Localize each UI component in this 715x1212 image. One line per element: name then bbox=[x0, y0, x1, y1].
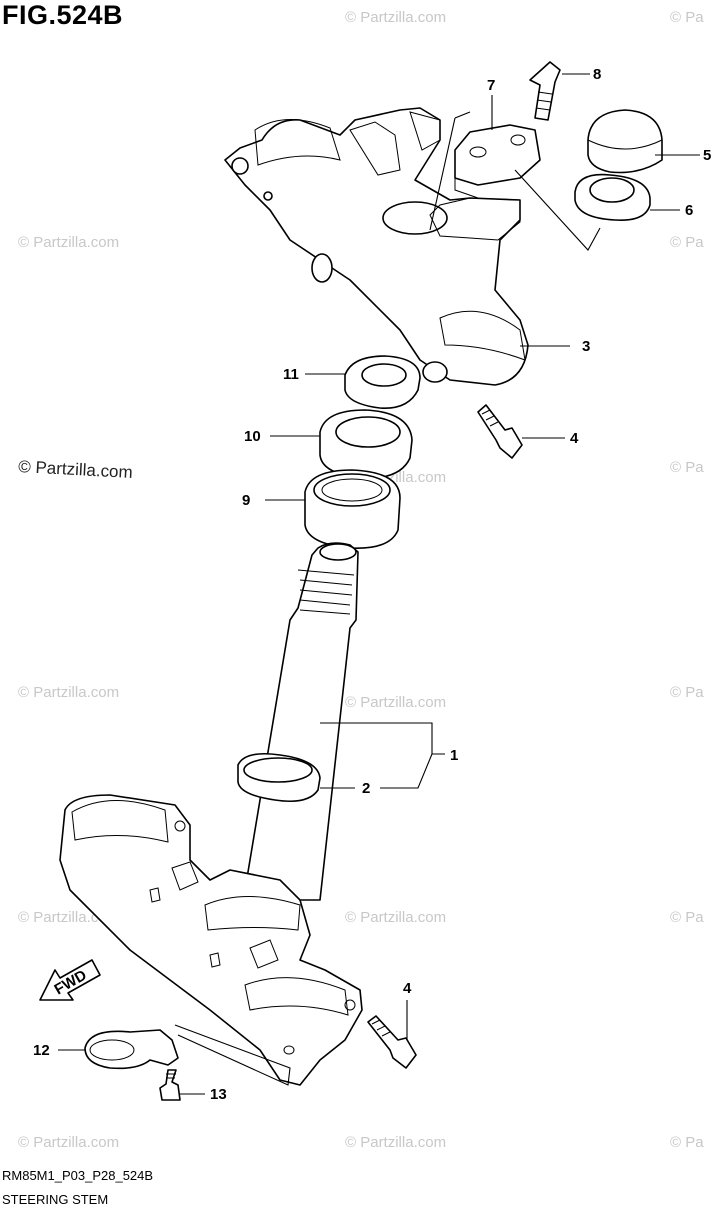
callout-7: 7 bbox=[487, 77, 495, 94]
bolt-part-4-upper bbox=[477, 404, 523, 459]
callout-labels: 1 2 3 4 4 5 6 7 8 9 10 11 12 13 bbox=[33, 66, 711, 1103]
bolt-part-4-lower bbox=[367, 1015, 417, 1069]
watermark-clipped: © Pa bbox=[670, 459, 704, 476]
watermark: © Partzilla.com bbox=[345, 9, 446, 26]
watermark: © Partzilla.com bbox=[18, 234, 119, 251]
watermark-clipped: © Pa bbox=[670, 234, 704, 251]
watermark-prominent: © Partzilla.com bbox=[18, 457, 133, 482]
figure-name: STEERING STEM bbox=[2, 1192, 109, 1207]
callout-4-upper: 4 bbox=[570, 430, 579, 447]
watermark: © Partzilla.com bbox=[18, 684, 119, 701]
watermark-clipped: © Pa bbox=[670, 9, 704, 26]
callout-9: 9 bbox=[242, 492, 250, 509]
watermark: © Partzilla.com bbox=[345, 909, 446, 926]
callout-11: 11 bbox=[283, 366, 299, 383]
figure-code: RM85M1_P03_P28_524B bbox=[2, 1168, 154, 1183]
callout-8: 8 bbox=[593, 66, 601, 83]
clamp-part-12 bbox=[84, 1029, 179, 1070]
watermark: © Partzilla.com bbox=[18, 1134, 119, 1151]
bearing-part-9 bbox=[304, 469, 401, 549]
watermark-clipped: © Pa bbox=[670, 684, 704, 701]
watermarks: © Partzilla.com © Pa © Partzilla.com © P… bbox=[18, 9, 704, 1151]
leader-lines bbox=[58, 73, 700, 1095]
callout-12: 12 bbox=[33, 1042, 50, 1059]
watermark-clipped: © Pa bbox=[670, 1134, 704, 1151]
callout-5: 5 bbox=[703, 147, 711, 164]
callout-4-lower: 4 bbox=[403, 980, 412, 997]
callout-10: 10 bbox=[244, 428, 261, 445]
steering-stem-part-1 bbox=[59, 542, 363, 1086]
dust-seal-part-10 bbox=[319, 409, 413, 479]
bolt-part-8 bbox=[529, 61, 561, 121]
callout-2: 2 bbox=[362, 780, 370, 797]
fwd-arrow: FWD bbox=[39, 959, 101, 1001]
seal-part-2 bbox=[237, 752, 321, 803]
watermark-clipped: © Pa bbox=[670, 909, 704, 926]
figure-footer: RM85M1_P03_P28_524B STEERING STEM bbox=[2, 1164, 153, 1212]
figure-title: FIG.524B bbox=[2, 0, 124, 30]
cap-nut-part-5 bbox=[587, 109, 663, 174]
callout-3: 3 bbox=[582, 338, 590, 355]
watermark: © Partzilla.com bbox=[345, 694, 446, 711]
callout-6: 6 bbox=[685, 202, 693, 219]
upper-clamp-part-7 bbox=[454, 124, 541, 199]
nut-part-11 bbox=[344, 355, 421, 409]
callout-1: 1 bbox=[450, 747, 458, 764]
callout-13: 13 bbox=[210, 1086, 227, 1103]
watermark: © Partzilla.com bbox=[345, 1134, 446, 1151]
screw-part-13 bbox=[159, 1069, 181, 1101]
washer-part-6 bbox=[574, 173, 651, 222]
